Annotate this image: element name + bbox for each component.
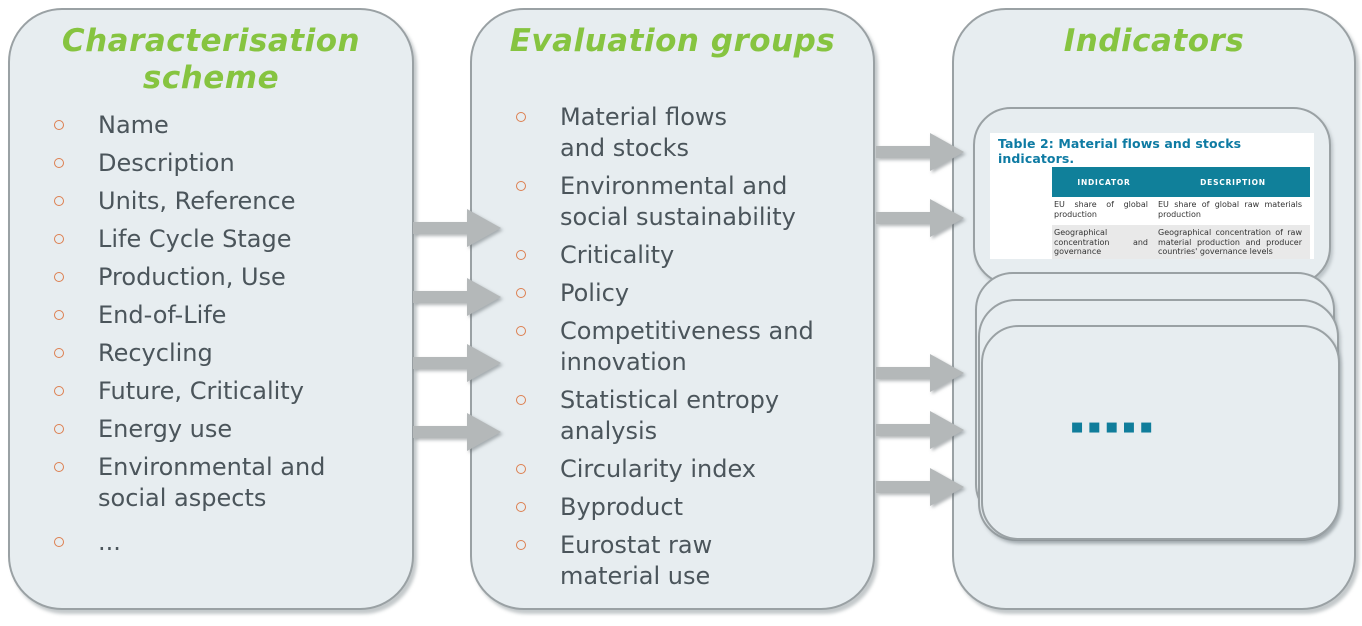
arrow-right-icon [876,354,964,392]
table-header-row: INDICATOR DESCRIPTION [1052,167,1310,197]
list-item: Criticality [512,240,814,271]
circle-bullet-icon [516,288,526,298]
list-item: Recycling [50,338,325,369]
list-item-label: Circularity index [560,455,756,483]
arrow-right-icon [413,209,501,247]
list-item-label: Policy [560,279,630,307]
list-item: Eurostat raw material use [512,530,814,592]
panel-title-indicators: Indicators [1063,23,1245,59]
list-item-label: Environmental and social sustainability [560,172,796,231]
list-item: Energy use [50,414,325,445]
list-item: Future, Criticality [50,376,325,407]
evaluation-list: Material flows and stocks Environmental … [512,102,814,599]
list-item-label: Production, Use [98,263,286,291]
list-item-label: Statistical entropy analysis [560,386,780,445]
circle-bullet-icon [516,502,526,512]
list-item-label: Life Cycle Stage [98,225,292,253]
arrow-right-icon [876,199,964,237]
stacked-card-front: ■■■■■ [981,325,1340,540]
characterisation-list: Name Description Units, Reference Life C… [50,110,325,565]
list-item: Circularity index [512,454,814,485]
list-item-label: Byproduct [560,493,683,521]
list-item: Environmental and social aspects [50,452,325,514]
list-item: Policy [512,278,814,309]
list-item-label: Future, Criticality [98,377,304,405]
circle-bullet-icon [54,348,64,358]
arrow-right-icon [876,468,964,506]
list-item-label: Criticality [560,241,675,269]
list-item-label: End-of-Life [98,301,227,329]
table-header-indicator: INDICATOR [1077,177,1131,187]
list-item: Material flows and stocks [512,102,814,164]
circle-bullet-icon [516,540,526,550]
list-item-label: ... [98,528,121,556]
table-cell: Geographical concentration of raw materi… [1158,228,1302,256]
list-item-label: Recycling [98,339,213,367]
circle-bullet-icon [54,272,64,282]
list-item: Production, Use [50,262,325,293]
circle-bullet-icon [54,234,64,244]
table-row: Geographical concentration and governanc… [1052,225,1310,259]
table-header-description: DESCRIPTION [1200,177,1266,187]
list-item: Competitiveness and innovation [512,316,814,378]
circle-bullet-icon [54,310,64,320]
list-item-label: Units, Reference [98,187,296,215]
indicators-table-card: Table 2: Material flows and stocks indic… [973,107,1331,285]
list-item: ... [50,527,325,558]
list-item-label: Environmental and social aspects [98,453,326,512]
list-item: Name [50,110,325,141]
circle-bullet-icon [54,196,64,206]
table-cell: EU share of global raw materials product… [1158,200,1302,219]
arrow-right-icon [876,133,964,171]
circle-bullet-icon [54,537,64,547]
panel-title-evaluation-groups: Evaluation groups [509,23,836,59]
list-item: Life Cycle Stage [50,224,325,255]
list-item: Byproduct [512,492,814,523]
table-cell: Geographical concentration and governanc… [1054,228,1148,256]
arrow-right-icon [413,278,501,316]
list-item: Environmental and social sustainability [512,171,814,233]
circle-bullet-icon [54,120,64,130]
list-item: Statistical entropy analysis [512,385,814,447]
list-item-label: Competitiveness and innovation [560,317,814,376]
list-item: Units, Reference [50,186,325,217]
circle-bullet-icon [516,326,526,336]
panel-title-characterisation-scheme: Characterisation scheme [61,23,361,96]
circle-bullet-icon [54,158,64,168]
list-item-label: Description [98,149,235,177]
panel-evaluation-groups: Evaluation groups Material flows and sto… [470,8,875,610]
more-indicators-ellipsis: ■■■■■ [1071,420,1158,435]
circle-bullet-icon [54,424,64,434]
circle-bullet-icon [516,395,526,405]
circle-bullet-icon [516,464,526,474]
list-item-label: Name [98,111,169,139]
arrow-right-icon [413,413,501,451]
circle-bullet-icon [54,462,64,472]
circle-bullet-icon [516,112,526,122]
circle-bullet-icon [516,181,526,191]
arrow-right-icon [413,344,501,382]
list-item: End-of-Life [50,300,325,331]
indicators-table: INDICATOR DESCRIPTION EU share of global… [1052,167,1310,259]
list-item: Description [50,148,325,179]
table-cell: EU share of global production [1054,200,1148,219]
list-item-label: Eurostat raw material use [560,531,713,590]
circle-bullet-icon [54,386,64,396]
list-item-label: Material flows and stocks [560,103,728,162]
circle-bullet-icon [516,250,526,260]
list-item-label: Energy use [98,415,233,443]
arrow-right-icon [876,411,964,449]
table-caption: Table 2: Material flows and stocks indic… [998,136,1242,166]
panel-characterisation-scheme: Characterisation scheme Name Description… [8,8,414,610]
table-figure: Table 2: Material flows and stocks indic… [990,133,1314,259]
table-row: EU share of global production EU share o… [1052,197,1310,225]
